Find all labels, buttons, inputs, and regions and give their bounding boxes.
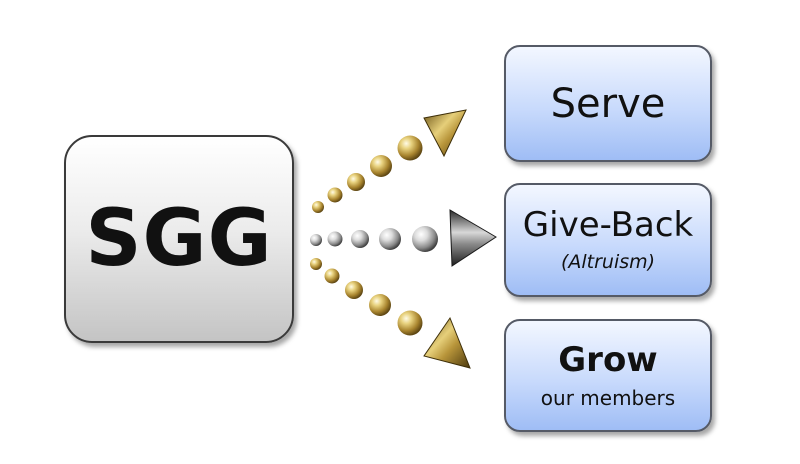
gold-bead	[397, 310, 423, 336]
silver-bead	[351, 230, 369, 248]
grow-title: Grow	[558, 339, 658, 380]
gold-bead	[370, 155, 392, 177]
gold-cone-arrow-icon	[423, 316, 471, 369]
silver-bead	[379, 228, 401, 250]
gold-bead	[347, 173, 365, 191]
silver-cone-arrow-icon	[449, 209, 497, 267]
serve-connector	[312, 109, 467, 213]
gold-bead	[324, 268, 340, 284]
gold-bead	[369, 294, 391, 316]
serve-box: Serve	[504, 45, 712, 162]
give-back-title: Give-Back	[522, 205, 694, 246]
gold-bead	[345, 281, 363, 299]
gold-bead	[310, 258, 322, 270]
grow-connector	[310, 258, 471, 369]
give-back-box: Give-Back (Altruism)	[504, 183, 712, 297]
sgg-source-box: SGG	[64, 135, 294, 343]
serve-title: Serve	[550, 80, 666, 127]
gold-bead	[397, 135, 423, 161]
grow-subtitle: our members	[540, 386, 676, 411]
silver-bead	[310, 234, 322, 246]
give-back-connector	[310, 209, 497, 267]
gold-bead	[327, 187, 343, 203]
silver-bead	[327, 231, 343, 247]
silver-bead	[412, 226, 438, 252]
source-label: SGG	[85, 194, 273, 284]
gold-cone-arrow-icon	[423, 109, 467, 158]
grow-box: Grow our members	[504, 319, 712, 432]
gold-bead	[312, 201, 324, 213]
give-back-subtitle: (Altruism)	[560, 250, 656, 273]
